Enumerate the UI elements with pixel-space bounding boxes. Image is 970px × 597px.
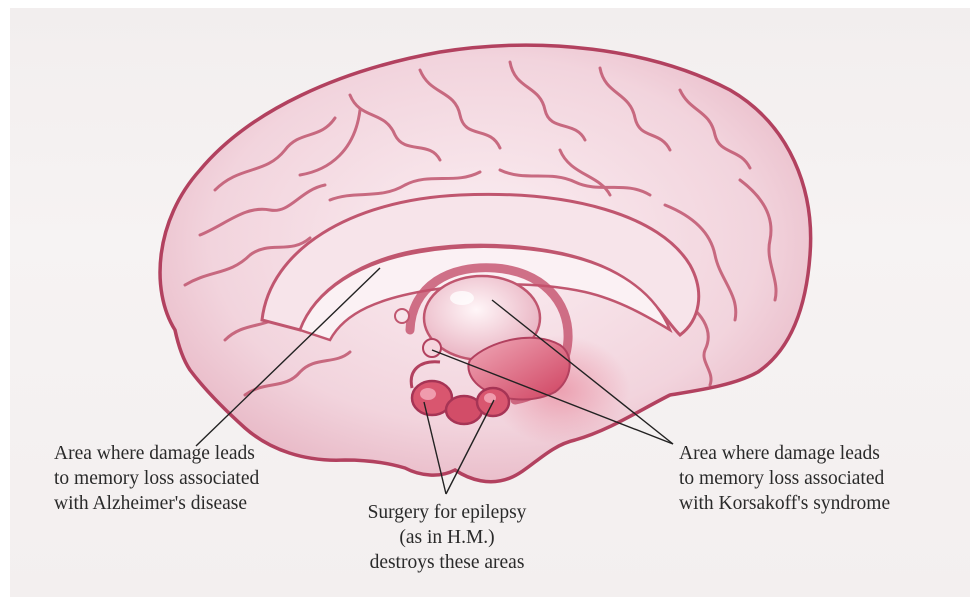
label-korsakoffs-line-1: Area where damage leads bbox=[679, 441, 890, 466]
label-alzheimers-line-2: to memory loss associated bbox=[54, 466, 259, 491]
label-alzheimers-line-1: Area where damage leads bbox=[54, 441, 259, 466]
septal-nucleus bbox=[395, 309, 409, 323]
label-epilepsy-line-3: destroys these areas bbox=[352, 550, 542, 575]
label-epilepsy-line-2: (as in H.M.) bbox=[352, 525, 542, 550]
thalamus-highlight bbox=[450, 291, 474, 305]
mammillary-body bbox=[423, 339, 441, 357]
label-korsakoffs-line-2: to memory loss associated bbox=[679, 466, 890, 491]
label-korsakoffs-line-3: with Korsakoff's syndrome bbox=[679, 491, 890, 516]
label-alzheimers-line-3: with Alzheimer's disease bbox=[54, 491, 259, 516]
label-alzheimers: Area where damage leads to memory loss a… bbox=[54, 441, 259, 516]
label-epilepsy-line-1: Surgery for epilepsy bbox=[352, 500, 542, 525]
label-korsakoffs: Area where damage leads to memory loss a… bbox=[679, 441, 890, 516]
label-epilepsy: Surgery for epilepsy (as in H.M.) destro… bbox=[352, 500, 542, 575]
